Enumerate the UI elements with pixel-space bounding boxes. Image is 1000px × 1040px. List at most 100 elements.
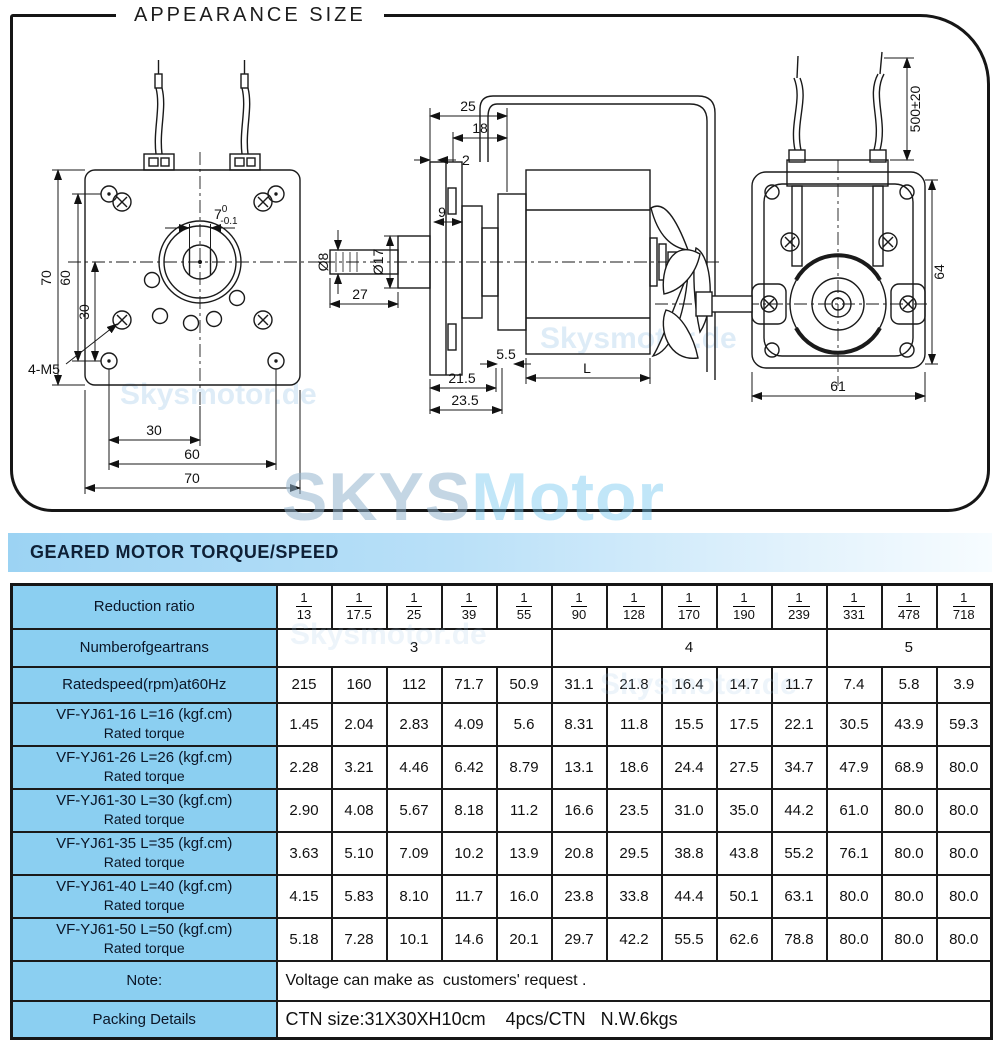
table-cell: 55.5 xyxy=(660,916,718,962)
table-cell: 80.0 xyxy=(880,916,938,962)
dim-23-5: 23.5 xyxy=(451,392,478,408)
table-cell: 112 xyxy=(385,665,443,704)
table-cell: 11.7 xyxy=(440,873,498,919)
shaft-tol-lower: -0.1 xyxy=(220,216,238,227)
table-cell: 4.09 xyxy=(440,701,498,747)
table-cell: 59.3 xyxy=(935,701,993,747)
table-cell: 8.31 xyxy=(550,701,608,747)
dim-70-horizontal: 70 xyxy=(184,470,200,486)
model-name: VF-YJ61-35 L=35 (kgf.cm) xyxy=(56,835,233,853)
table-cell: 11.7 xyxy=(770,665,828,704)
table-cell: 50.9 xyxy=(495,665,553,704)
table-cell: 17.5 xyxy=(715,701,773,747)
dim-shaft-width: 70-0.1 xyxy=(214,204,238,227)
note-value: Voltage can make as customers' request . xyxy=(275,959,993,1002)
table-cell: 2.90 xyxy=(275,787,333,833)
table-cell: 16.4 xyxy=(660,665,718,704)
table-row-note: Note: Voltage can make as customers' req… xyxy=(10,959,993,1002)
table-cell: 5.83 xyxy=(330,873,388,919)
table-cell: 35.0 xyxy=(715,787,773,833)
gear-trains-group-5: 5 xyxy=(825,627,993,668)
table-cell: 44.4 xyxy=(660,873,718,919)
dim-diameter-17: Ø17 xyxy=(370,249,386,276)
table-cell: 1.45 xyxy=(275,701,333,747)
table-row-torque-35: VF-YJ61-35 L=35 (kgf.cm) Rated torque 3.… xyxy=(10,830,993,876)
model-name: VF-YJ61-16 L=16 (kgf.cm) xyxy=(56,706,233,724)
dim-21-5: 21.5 xyxy=(448,370,475,386)
rear-dim-labels: 500±20 64 61 xyxy=(830,85,947,394)
table-cell: 3.9 xyxy=(935,665,993,704)
row-label-packing: Packing Details xyxy=(10,999,278,1040)
dim-64: 64 xyxy=(931,264,947,280)
table-cell: 80.0 xyxy=(935,787,993,833)
row-label-torque-16: VF-YJ61-16 L=16 (kgf.cm) Rated torque xyxy=(10,701,278,747)
table-cell: 38.8 xyxy=(660,830,718,876)
motor-side xyxy=(461,95,716,380)
table-cell: 76.1 xyxy=(825,830,883,876)
dim-30-horizontal: 30 xyxy=(146,422,162,438)
dim-25: 25 xyxy=(460,98,476,114)
table-cell: 2.28 xyxy=(275,744,333,790)
model-sub: Rated torque xyxy=(103,767,185,784)
table-cell: 20.8 xyxy=(550,830,608,876)
output-shaft xyxy=(158,220,242,304)
table-cell: 8.18 xyxy=(440,787,498,833)
table-cell: 5.6 xyxy=(495,701,553,747)
side-view: 25 18 2 9 Ø17 Ø8 27 5.5 21.5 23.5 L xyxy=(315,95,722,414)
table-cell: 16.6 xyxy=(550,787,608,833)
table-cell: 2.83 xyxy=(385,701,443,747)
table-cell: 23.8 xyxy=(550,873,608,919)
table-cell: 80.0 xyxy=(825,916,883,962)
table-cell: 78.8 xyxy=(770,916,828,962)
table-cell: 80.0 xyxy=(880,873,938,919)
table-cell: 14.6 xyxy=(440,916,498,962)
table-cell: 80.0 xyxy=(935,873,993,919)
model-sub: Rated torque xyxy=(103,810,185,827)
front-dim-labels: 70 60 30 30 60 70 70-0.1 4-M5 xyxy=(28,204,238,486)
table-cell: 80.0 xyxy=(935,916,993,962)
front-dimensions xyxy=(52,169,301,494)
packing-value: CTN size:31X30XH10cm 4pcs/CTN N.W.6kgs xyxy=(275,999,993,1040)
table-cell: 15.5 xyxy=(660,701,718,747)
table-cell: 4.15 xyxy=(275,873,333,919)
model-name: VF-YJ61-26 L=26 (kgf.cm) xyxy=(56,749,233,767)
table-row-torque-30: VF-YJ61-30 L=30 (kgf.cm) Rated torque 2.… xyxy=(10,787,993,833)
dim-18: 18 xyxy=(472,120,488,136)
row-label-torque-26: VF-YJ61-26 L=26 (kgf.cm) Rated torque xyxy=(10,744,278,790)
table-cell: 5.8 xyxy=(880,665,938,704)
dim-5-5: 5.5 xyxy=(496,346,516,362)
gearbox-plate-side xyxy=(429,161,463,376)
rear-plate-inner xyxy=(763,183,914,357)
table-cell: 13.1 xyxy=(550,744,608,790)
model-name: VF-YJ61-30 L=30 (kgf.cm) xyxy=(56,792,233,810)
model-sub: Rated torque xyxy=(103,724,185,741)
face-holes xyxy=(143,271,246,332)
table-cell: 68.9 xyxy=(880,744,938,790)
table-cell: 71.7 xyxy=(440,665,498,704)
table-cell: 18.6 xyxy=(605,744,663,790)
table-cell: 80.0 xyxy=(935,744,993,790)
fan-rear xyxy=(662,249,753,359)
table-cell: 22.1 xyxy=(770,701,828,747)
gear-trains-group-4: 4 xyxy=(550,627,828,668)
table-cell: 80.0 xyxy=(825,873,883,919)
table-cell: 7.28 xyxy=(330,916,388,962)
dim-2: 2 xyxy=(462,152,470,168)
